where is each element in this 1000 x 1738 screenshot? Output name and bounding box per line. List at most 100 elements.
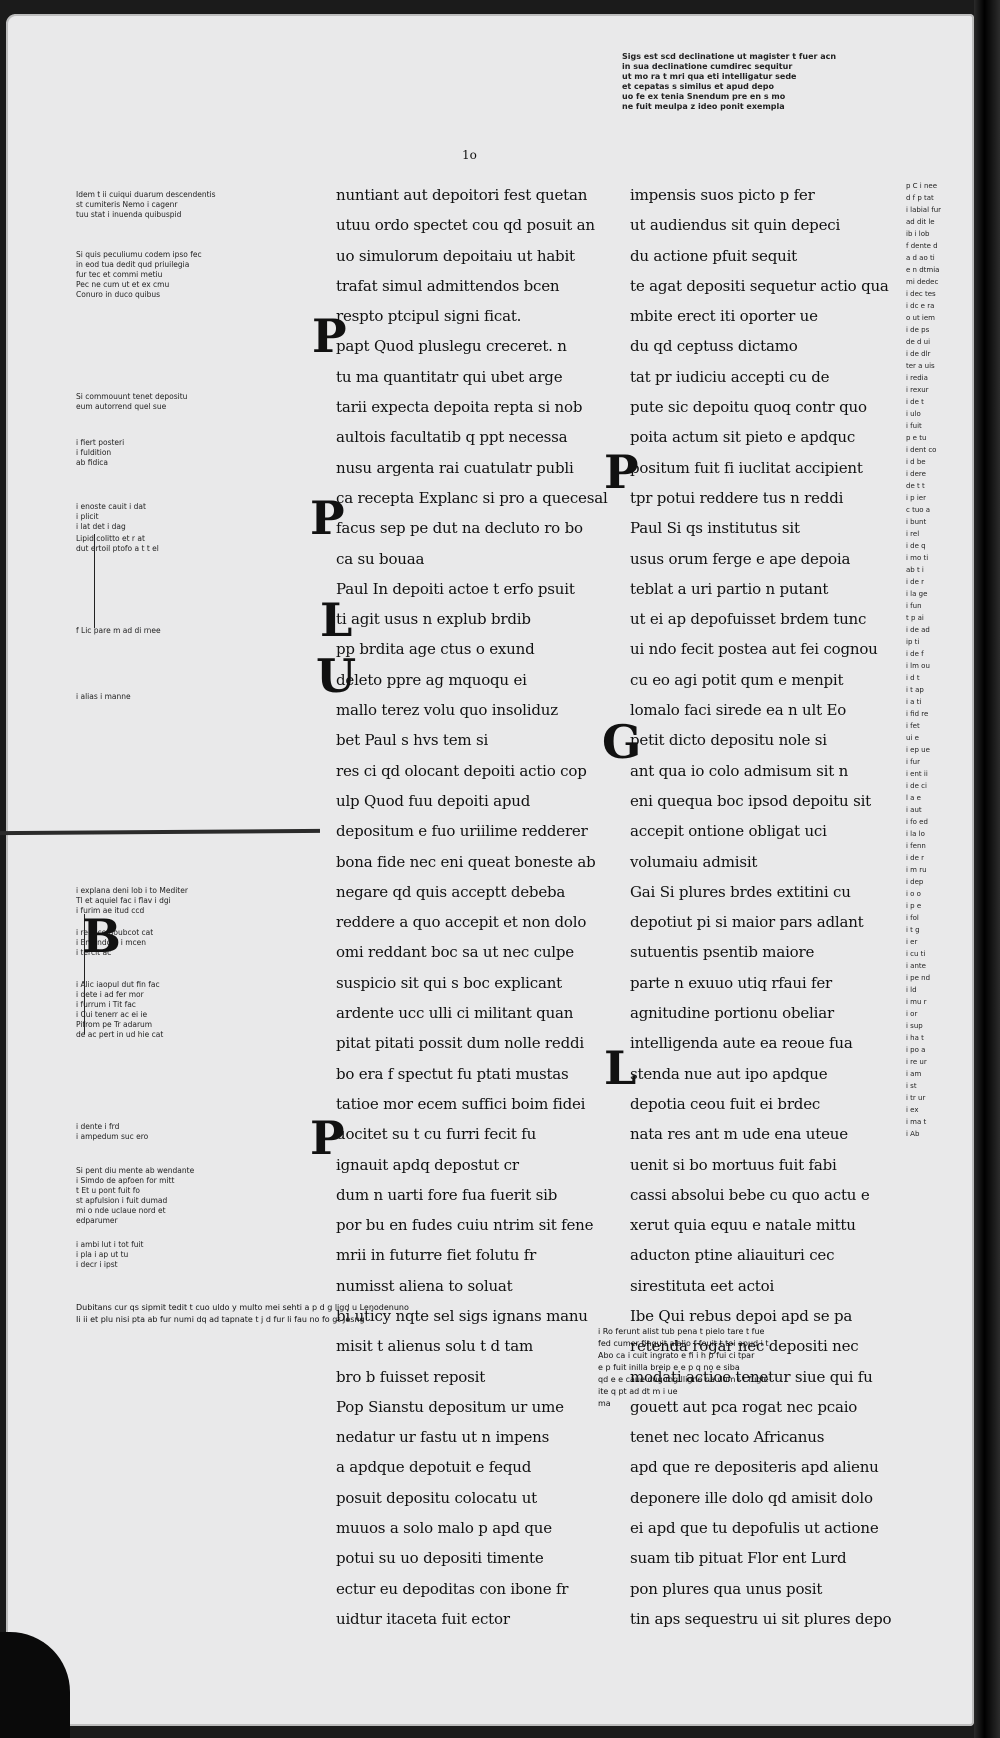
gloss-line: i p e bbox=[906, 902, 922, 910]
gloss-line: d f p tat bbox=[906, 194, 934, 202]
text-line: pitat pitati possit dum nolle reddi bbox=[336, 1034, 584, 1053]
gloss-line: i reduce doubcot cat bbox=[76, 928, 154, 937]
gloss-line: Conuro in duco quibus bbox=[76, 290, 161, 299]
text-line: ant qua io colo admisum sit n bbox=[630, 761, 849, 780]
text-line: gouett aut pca rogat nec pcaio bbox=[630, 1397, 858, 1416]
text-line: ulp Quod fuu depoiti apud bbox=[336, 791, 531, 810]
text-line: agnitudine portionu obeliar bbox=[630, 1004, 834, 1023]
text-line: lomalo faci sirede ea n ult Eo bbox=[630, 701, 847, 720]
gloss-line: i rel bbox=[906, 530, 920, 538]
text-line: apd que re depositeris apd alienu bbox=[630, 1458, 879, 1477]
gloss-line: Si quis peculiumu codem ipso fec bbox=[76, 250, 202, 259]
text-line: potui su uo depositi timente bbox=[336, 1549, 544, 1568]
gloss-line: i tr ur bbox=[906, 1094, 926, 1102]
manuscript-page: 1o Sigs est scd declinatione ut magister… bbox=[6, 14, 974, 1726]
gloss-line: i dete i ad fer mor bbox=[76, 990, 144, 999]
text-line: stenda nue aut ipo apdque bbox=[630, 1064, 828, 1083]
text-line: uidtur itaceta fuit ector bbox=[336, 1609, 510, 1628]
text-line: res ci qd olocant depoiti actio cop bbox=[336, 761, 587, 780]
gloss-line: eum autorrend quel sue bbox=[76, 402, 167, 411]
initial-letter-p: P bbox=[310, 1111, 345, 1165]
text-line: aducton ptine aliauituri cec bbox=[630, 1246, 835, 1265]
gloss-line: i la ge bbox=[906, 590, 928, 598]
gloss-line: i plicit bbox=[76, 512, 99, 521]
note-line: qd e e caue dug mg lligne na dum i t fug… bbox=[598, 1375, 769, 1384]
gloss-line: i fid re bbox=[906, 710, 929, 718]
text-line: trafat simul admittendos bcen bbox=[336, 276, 560, 295]
text-line: ectur eu depoditas con ibone fr bbox=[336, 1579, 569, 1598]
gloss-line: i d be bbox=[906, 458, 926, 466]
text-line: du actione pfuit sequit bbox=[630, 246, 798, 265]
gloss-line: Sigs est scd declinatione ut magister t … bbox=[622, 52, 837, 61]
gloss-line: i de ci bbox=[906, 782, 927, 790]
gloss-line: ter a uis bbox=[906, 362, 935, 370]
gloss-line: i tercit ac bbox=[76, 948, 112, 957]
gloss-line: i lm ou bbox=[906, 662, 930, 670]
gloss-line: i p ier bbox=[906, 494, 926, 502]
gloss-line: i fol bbox=[906, 914, 919, 922]
folio-mark: 1o bbox=[462, 148, 477, 162]
text-line: deponere ille dolo qd amisit dolo bbox=[630, 1488, 873, 1507]
text-line: Ibe Qui rebus depoi apd se pa bbox=[630, 1306, 853, 1325]
gloss-line: i dc e ra bbox=[906, 302, 935, 310]
gloss-line: i furrum i Tit fac bbox=[76, 1000, 136, 1009]
text-line: impensis suos picto p fer bbox=[630, 186, 815, 204]
gloss-line: i t ap bbox=[906, 686, 924, 694]
gloss-line: a d ao ti bbox=[906, 254, 935, 262]
note-line: ma bbox=[598, 1399, 611, 1408]
text-line: tat pr iudiciu accepti cu de bbox=[630, 367, 830, 386]
gloss-line: i ambi lut i tot fuit bbox=[76, 1240, 144, 1249]
text-line: pon plures qua unus posit bbox=[630, 1579, 823, 1598]
gloss-line: i Ab bbox=[906, 1130, 920, 1138]
text-line: xerut quia equu e natale mittu bbox=[630, 1216, 856, 1235]
gloss-line: i ante bbox=[906, 962, 926, 970]
gloss-line: i dente i frd bbox=[76, 1122, 120, 1131]
text-line: muuos a solo malo p apd que bbox=[336, 1519, 552, 1538]
gloss-line: i ld bbox=[906, 986, 917, 994]
gloss-line: i fun bbox=[906, 602, 922, 610]
text-line: bo era f spectut fu ptati mustas bbox=[336, 1064, 569, 1083]
main-column-left: nuntiant aut depoitori fest quetan utuu o… bbox=[336, 180, 608, 1634]
text-line: nuntiant aut depoitori fest quetan bbox=[336, 186, 588, 204]
text-line: tarii expecta depoita repta si nob bbox=[336, 398, 583, 417]
gloss-line: i dere bbox=[906, 470, 926, 478]
gloss-line: i mo ti bbox=[906, 554, 929, 562]
text-line: ignauit apdq depostut cr bbox=[336, 1155, 519, 1174]
gloss-line: t Et u pont fuit fo bbox=[76, 1186, 140, 1195]
text-line: depositum e fuo uriilime redderer bbox=[336, 822, 588, 841]
gloss-line: Tl et aquiel fac i flav i dgi bbox=[76, 896, 171, 905]
text-line: du qd ceptuss dictamo bbox=[630, 337, 798, 356]
initial-letter-p: P bbox=[310, 491, 345, 545]
text-line: uenit si bo mortuus fuit fabi bbox=[630, 1155, 837, 1174]
text-line: pp brdita age ctus o exund bbox=[336, 640, 535, 659]
text-line: facus sep pe dut na decluto ro bo bbox=[336, 519, 583, 538]
gloss-line: i am bbox=[906, 1070, 922, 1078]
text-line: tenet nec locato Africanus bbox=[630, 1428, 825, 1447]
gloss-line: st cumiteris Nemo i cagenr bbox=[76, 200, 178, 209]
gloss-line: in eod tua dedit qud priuilegia bbox=[76, 260, 190, 269]
text-line: Paul In depoiti actoe t erfo psuit bbox=[336, 579, 575, 598]
text-line: numisst aliena to soluat bbox=[336, 1276, 513, 1295]
gloss-line: i pe nd bbox=[906, 974, 931, 982]
text-line: Gai Si plures brdes extitini cu bbox=[630, 882, 851, 901]
text-line: dum n uarti fore fua fuerit sib bbox=[336, 1185, 558, 1204]
bottom-right-note: i Ro ferunt alist tub pena t pielo tare … bbox=[598, 1326, 944, 1410]
note-line: Ii ii et plu nisi pta ab fur numi dq ad … bbox=[76, 1315, 365, 1324]
text-line: poita actum sit pieto e apdquc bbox=[630, 428, 856, 447]
text-line: posuit depositu colocatu ut bbox=[336, 1488, 537, 1507]
gloss-line: de ac pert in ud hie cat bbox=[76, 1030, 164, 1039]
gloss-line: i fur bbox=[906, 758, 920, 766]
gloss-line: i fuit bbox=[906, 422, 922, 430]
text-line: depotiut pi si maior pars adlant bbox=[630, 913, 864, 932]
text-line: utuu ordo spectet cou qd posuit an bbox=[336, 216, 595, 235]
gloss-line: i st bbox=[906, 1082, 917, 1090]
text-line: nedatur ur fastu ut n impens bbox=[336, 1428, 550, 1447]
gloss-line: i decr i ipst bbox=[76, 1260, 118, 1269]
text-line: mbite erect iti oporter ue bbox=[630, 307, 818, 326]
text-line: ut audiendus sit quin depeci bbox=[630, 216, 841, 235]
